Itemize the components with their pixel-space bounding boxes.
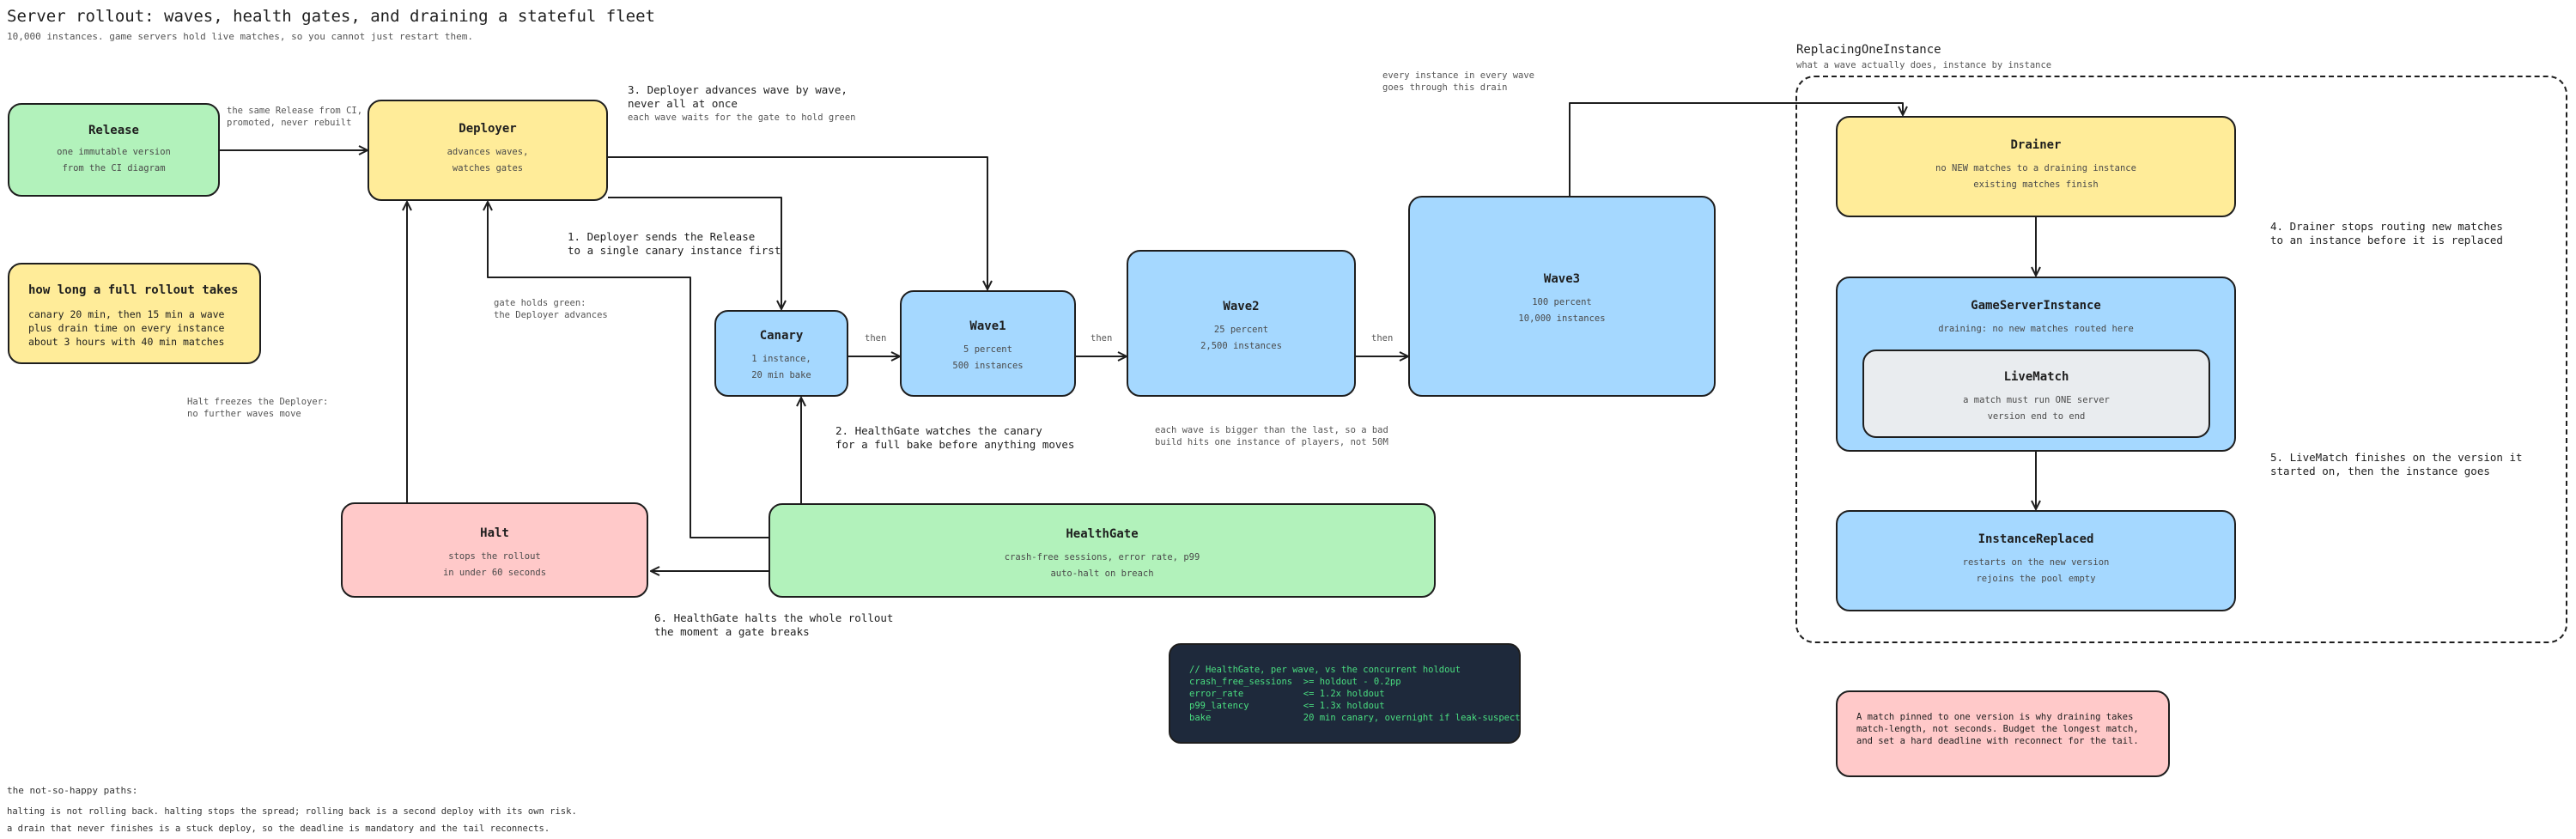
gameserver-line: draining: no new matches routed here <box>1938 324 2134 334</box>
annotation-step1: 1. Deployer sends the Release to a singl… <box>568 230 781 257</box>
drainer-line: existing matches finish <box>1973 179 2099 190</box>
annotation-step2: 2. HealthGate watches the canary for a f… <box>835 424 1075 451</box>
livematch-title: LiveMatch <box>2003 370 2069 384</box>
canary-line: 20 min bake <box>751 370 811 380</box>
healthgate-line: crash-free sessions, error rate, p99 <box>1004 552 1200 562</box>
healthgate-thresholds-code: // HealthGate, per wave, vs the concurre… <box>1169 643 1521 744</box>
footer-heading: the not-so-happy paths: <box>7 785 138 796</box>
wave1-line: 500 instances <box>952 361 1024 371</box>
rollout-note: how long a full rollout takes canary 20 … <box>8 263 261 364</box>
deployer-title: Deployer <box>459 122 517 136</box>
annotation-step3: 3. Deployer advances wave by wave, never… <box>628 83 848 110</box>
footer-line-1: halting is not rolling back. halting sto… <box>7 806 577 817</box>
drainer-title: Drainer <box>2010 138 2062 152</box>
edge-label-then: then <box>1371 333 1394 344</box>
deployer-line: advances waves, <box>447 147 529 157</box>
pinned-note-body: A match pinned to one version is why dra… <box>1856 712 2139 746</box>
replaced-node: InstanceReplaced restarts on the new ver… <box>1836 510 2236 611</box>
annotation-release-note: the same Release from CI, promoted, neve… <box>227 106 363 128</box>
healthgate-node: HealthGate crash-free sessions, error ra… <box>769 503 1436 598</box>
footer-line-2: a drain that never finishes is a stuck d… <box>7 824 550 834</box>
wave2-line: 25 percent <box>1213 325 1269 335</box>
arrow-deployer-canary <box>608 197 781 309</box>
annotation-every-instance: every instance in every wave goes throug… <box>1382 70 1535 93</box>
annotation-halt-freeze: Halt freezes the Deployer: no further wa… <box>187 397 329 419</box>
release-line: one immutable version <box>57 147 171 157</box>
release-title: Release <box>88 124 139 137</box>
wave1-line: 5 percent <box>963 344 1012 355</box>
replacing-box-border <box>1795 76 2567 643</box>
arrow-healthgate-deployer <box>488 202 769 538</box>
livematch-line: version end to end <box>1987 411 2086 422</box>
drainer-node: Drainer no NEW matches to a draining ins… <box>1836 116 2236 217</box>
wave2-title: Wave2 <box>1223 300 1260 313</box>
replaced-title: InstanceReplaced <box>1978 532 2094 546</box>
annotation-step4: 4. Drainer stops routing new matches to … <box>2270 220 2503 246</box>
wave1-title: Wave1 <box>969 319 1006 333</box>
page-title: Server rollout: waves, health gates, and… <box>7 7 655 26</box>
rollout-note-title: how long a full rollout takes <box>28 283 239 297</box>
annotation-step5: 5. LiveMatch finishes on the version it … <box>2270 451 2523 477</box>
replaced-line: rejoins the pool empty <box>1976 574 2096 584</box>
annotation-gate-green: gate holds green: the Deployer advances <box>494 298 608 320</box>
wave2-line: 2,500 instances <box>1200 341 1282 351</box>
replaced-line: restarts on the new version <box>1962 557 2110 568</box>
page-subtitle: 10,000 instances. game servers hold live… <box>7 31 474 42</box>
release-node: Release one immutable version from the C… <box>8 103 220 197</box>
deployer-node: Deployer advances waves, watches gates <box>368 100 608 201</box>
rollout-note-body: canary 20 min, then 15 min a wave plus d… <box>28 308 225 348</box>
replacing-box-title: ReplacingOneInstance <box>1796 43 1941 57</box>
halt-line: in under 60 seconds <box>442 568 547 578</box>
halt-node: Halt stops the rollout in under 60 secon… <box>341 502 648 598</box>
wave3-line: 100 percent <box>1532 297 1592 307</box>
annotation-wave-bigger: each wave is bigger than the last, so a … <box>1155 425 1388 447</box>
gameserver-title: GameServerInstance <box>1971 299 2101 313</box>
pinned-note: A match pinned to one version is why dra… <box>1836 690 2170 777</box>
healthgate-title: HealthGate <box>1066 527 1139 541</box>
livematch-node: LiveMatch a match must run ONE server ve… <box>1862 350 2210 438</box>
wave3-node: Wave3 100 percent 10,000 instances <box>1408 196 1716 397</box>
canary-title: Canary <box>759 329 804 343</box>
canary-line: 1 instance, <box>751 354 811 364</box>
healthgate-line: auto-halt on breach <box>1050 568 1154 579</box>
annotation-step3-sub: each wave waits for the gate to hold gre… <box>628 112 856 123</box>
drainer-line: no NEW matches to a draining instance <box>1935 163 2136 173</box>
replacing-box-subtitle: what a wave actually does, instance by i… <box>1796 60 2052 70</box>
wave2-node: Wave2 25 percent 2,500 instances <box>1127 250 1356 397</box>
arrow-wave3-drainer <box>1569 102 1903 196</box>
canary-node: Canary 1 instance, 20 min bake <box>714 310 848 397</box>
wave3-title: Wave3 <box>1543 272 1581 286</box>
annotation-step6: 6. HealthGate halts the whole rollout th… <box>654 611 894 638</box>
livematch-line: a match must run ONE server <box>1963 395 2110 405</box>
arrow-deployer-wave1 <box>608 156 987 289</box>
wave1-node: Wave1 5 percent 500 instances <box>900 290 1076 397</box>
edge-label-then: then <box>865 333 887 344</box>
wave3-line: 10,000 instances <box>1518 313 1606 324</box>
halt-title: Halt <box>480 526 509 540</box>
edge-label-then: then <box>1091 333 1113 344</box>
halt-line: stops the rollout <box>448 551 541 562</box>
deployer-line: watches gates <box>452 163 524 173</box>
release-line: from the CI diagram <box>62 163 166 173</box>
